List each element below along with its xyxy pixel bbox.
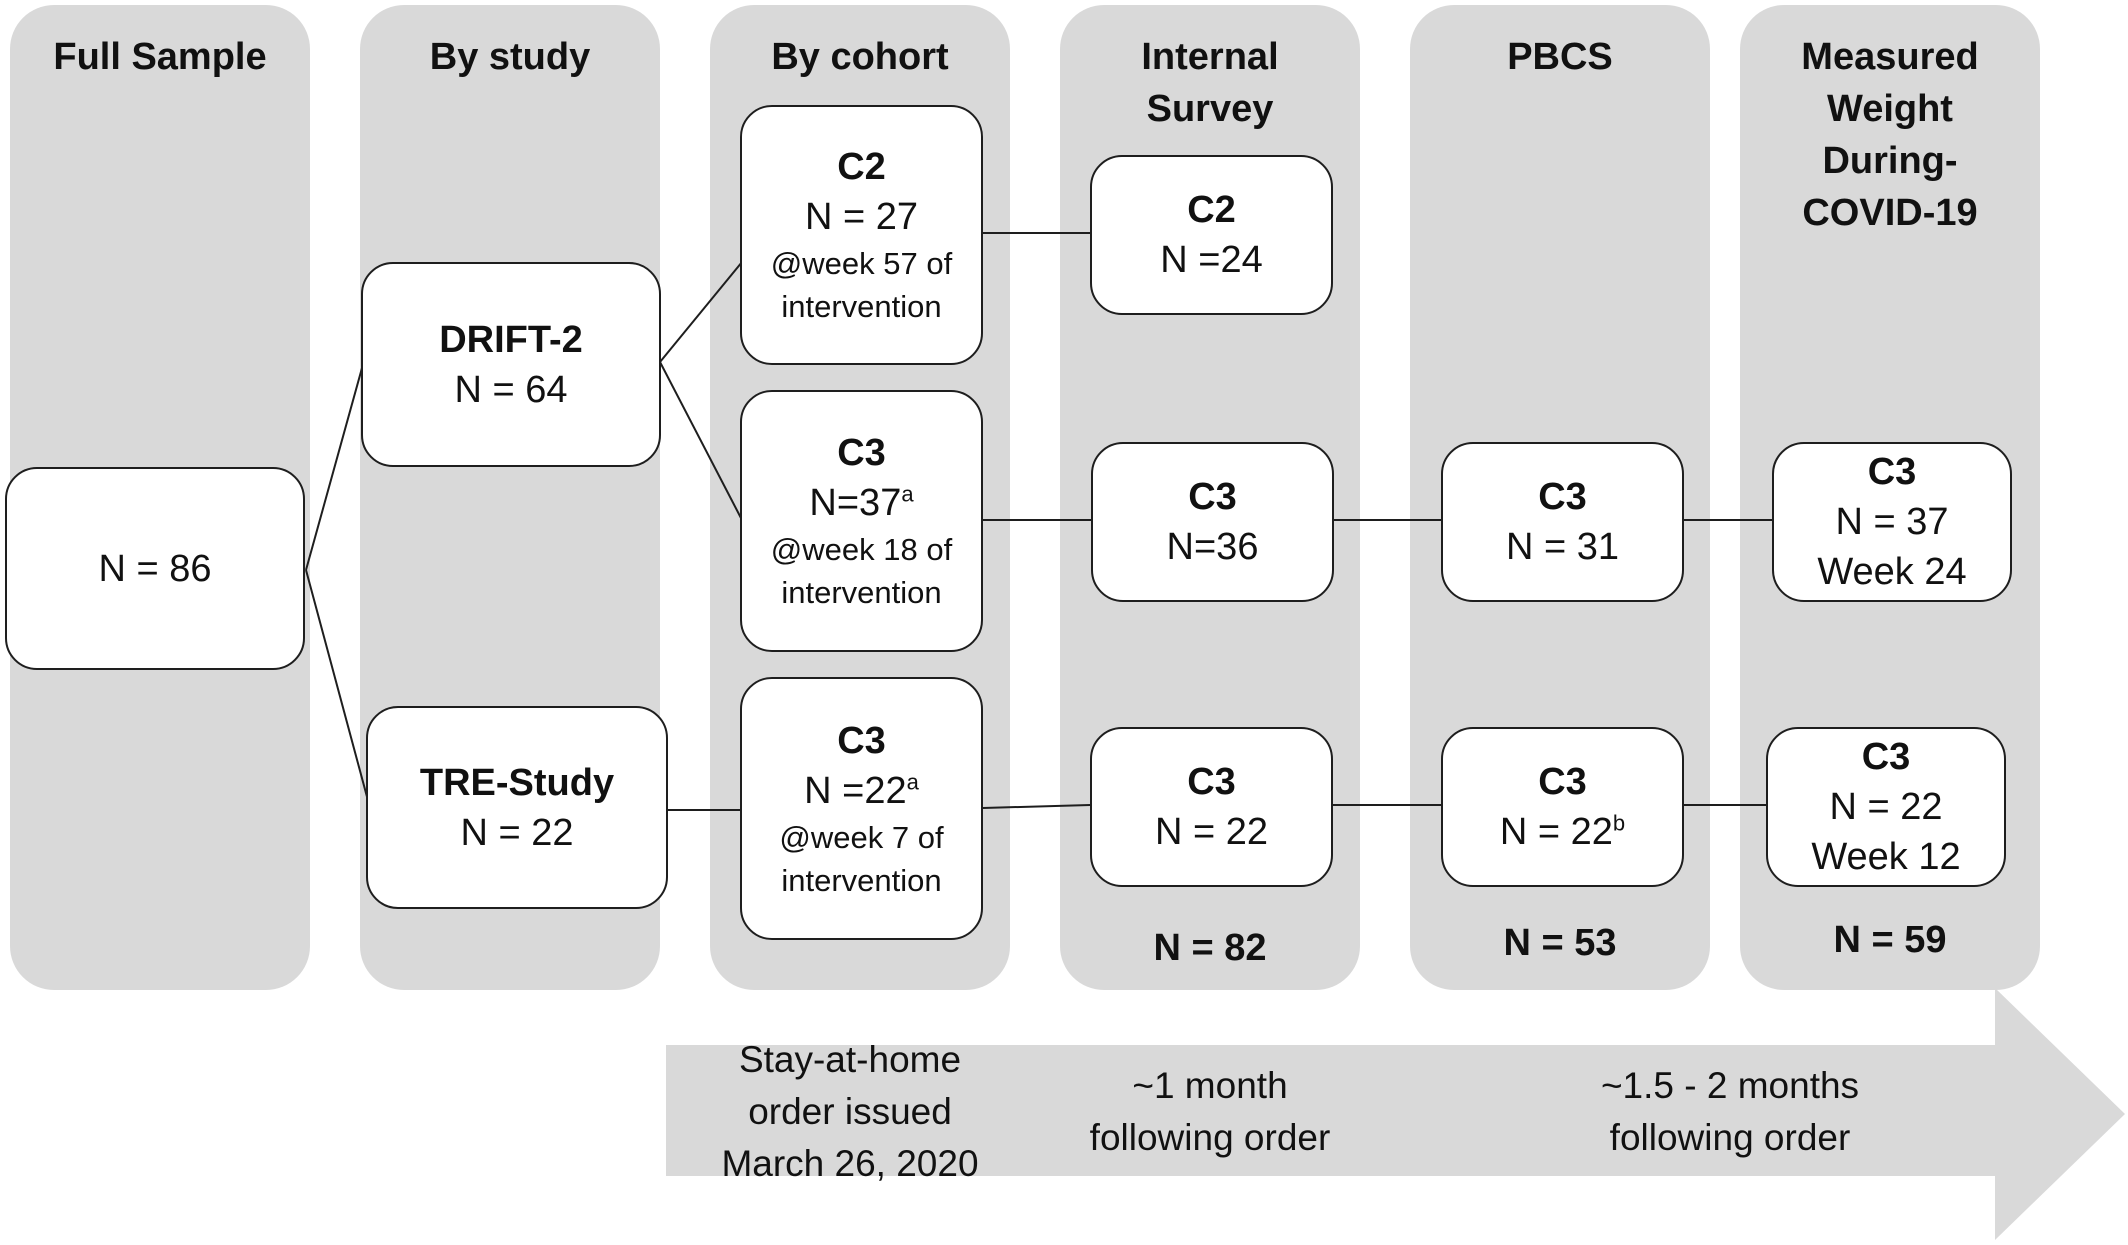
pbcs-c3-drift-box: C3 N = 31: [1441, 442, 1684, 602]
box-label: DRIFT-2: [439, 318, 583, 361]
box-label: C2: [837, 146, 886, 188]
column-title: By cohort: [771, 36, 949, 78]
cohort-c2-box: C2 N = 27 @week 57 of intervention: [740, 105, 983, 365]
box-count: N = 64: [454, 368, 568, 411]
column-total: N = 82: [1153, 927, 1267, 969]
box-count: N =24: [1160, 239, 1263, 281]
box-count: N = 22: [1829, 786, 1943, 828]
column-total: N = 59: [1833, 919, 1947, 961]
drift2-box: DRIFT-2 N = 64: [361, 262, 661, 467]
box-count: N = 86: [98, 547, 212, 590]
box-count: N = 22: [460, 811, 574, 854]
column-title: Full Sample: [53, 36, 267, 78]
column-title: PBCS: [1507, 36, 1613, 78]
footnote-marker: b: [1612, 810, 1626, 836]
box-note: @week 57 of intervention: [770, 246, 953, 324]
timeline-later: ~1.5 - 2 months following order: [1600, 1065, 1860, 1158]
full-sample-box: N = 86: [5, 467, 305, 670]
count-value: N =22: [804, 769, 907, 812]
box-label: C3: [1538, 761, 1587, 803]
box-label: C3: [1187, 761, 1236, 803]
box-label: C3: [1538, 476, 1587, 518]
cohort-c3-drift-box: C3 N=37a @week 18 of intervention: [740, 390, 983, 652]
weight-c3-drift-box: C3 N = 37 Week 24: [1772, 442, 2012, 602]
cohort-c3-tre-box: C3 N =22a @week 7 of intervention: [740, 677, 983, 940]
tre-study-box: TRE-Study N = 22: [366, 706, 668, 909]
connector-drift2-to-c2: [659, 261, 743, 363]
connector-full-to-drift2: [305, 367, 363, 571]
box-note: @week 7 of intervention: [779, 819, 944, 898]
box-note: @week 18 of intervention: [770, 532, 953, 610]
survey-c3-tre-box: C3 N = 22: [1090, 727, 1333, 887]
box-count: N=36: [1166, 526, 1259, 568]
box-label: C3: [1861, 736, 1911, 778]
connector-drift2-to-c3: [659, 361, 743, 521]
footnote-marker: a: [906, 768, 919, 794]
footnote-marker: a: [901, 481, 914, 507]
survey-c2-box: C2 N =24: [1090, 155, 1333, 315]
box-label: TRE-Study: [419, 761, 615, 804]
timeline-arrow: [666, 988, 2125, 1240]
column-title: Internal Survey: [1141, 36, 1279, 130]
box-count: N = 31: [1505, 526, 1620, 568]
box-label: C3: [837, 432, 886, 474]
column-title: Measured Weight During-COVID-19: [1801, 36, 1979, 234]
timeline-one-month: ~1 month following order: [1089, 1065, 1331, 1158]
column-title: By study: [429, 36, 591, 78]
box-label: C3: [1867, 451, 1917, 493]
box-count: N = 22b: [1500, 807, 1625, 857]
pbcs-c3-tre-box: C3 N = 22b: [1441, 727, 1684, 887]
timeline-stay-at-home: Stay-at-home order issued March 26, 2020: [721, 1039, 979, 1184]
connector-full-to-tre: [305, 569, 371, 809]
box-label: C3: [1188, 476, 1237, 518]
survey-c3-drift-box: C3 N=36: [1091, 442, 1334, 602]
weight-c3-tre-box: C3 N = 22 Week 12: [1766, 727, 2006, 887]
box-count: N =22a: [804, 766, 919, 816]
count-value: N = 22: [1499, 811, 1613, 853]
box-count: N = 27: [804, 196, 919, 238]
connector-c3tre-to-survey: [982, 804, 1091, 809]
count-value: N=37: [809, 482, 902, 524]
box-label: C3: [837, 719, 886, 762]
box-count: N=37a: [809, 478, 913, 528]
box-count: N = 37: [1835, 501, 1949, 543]
box-week: Week 12: [1811, 836, 1961, 878]
column-total: N = 53: [1503, 922, 1617, 964]
box-label: C2: [1187, 189, 1236, 231]
box-week: Week 24: [1817, 551, 1967, 593]
box-count: N = 22: [1154, 811, 1269, 853]
